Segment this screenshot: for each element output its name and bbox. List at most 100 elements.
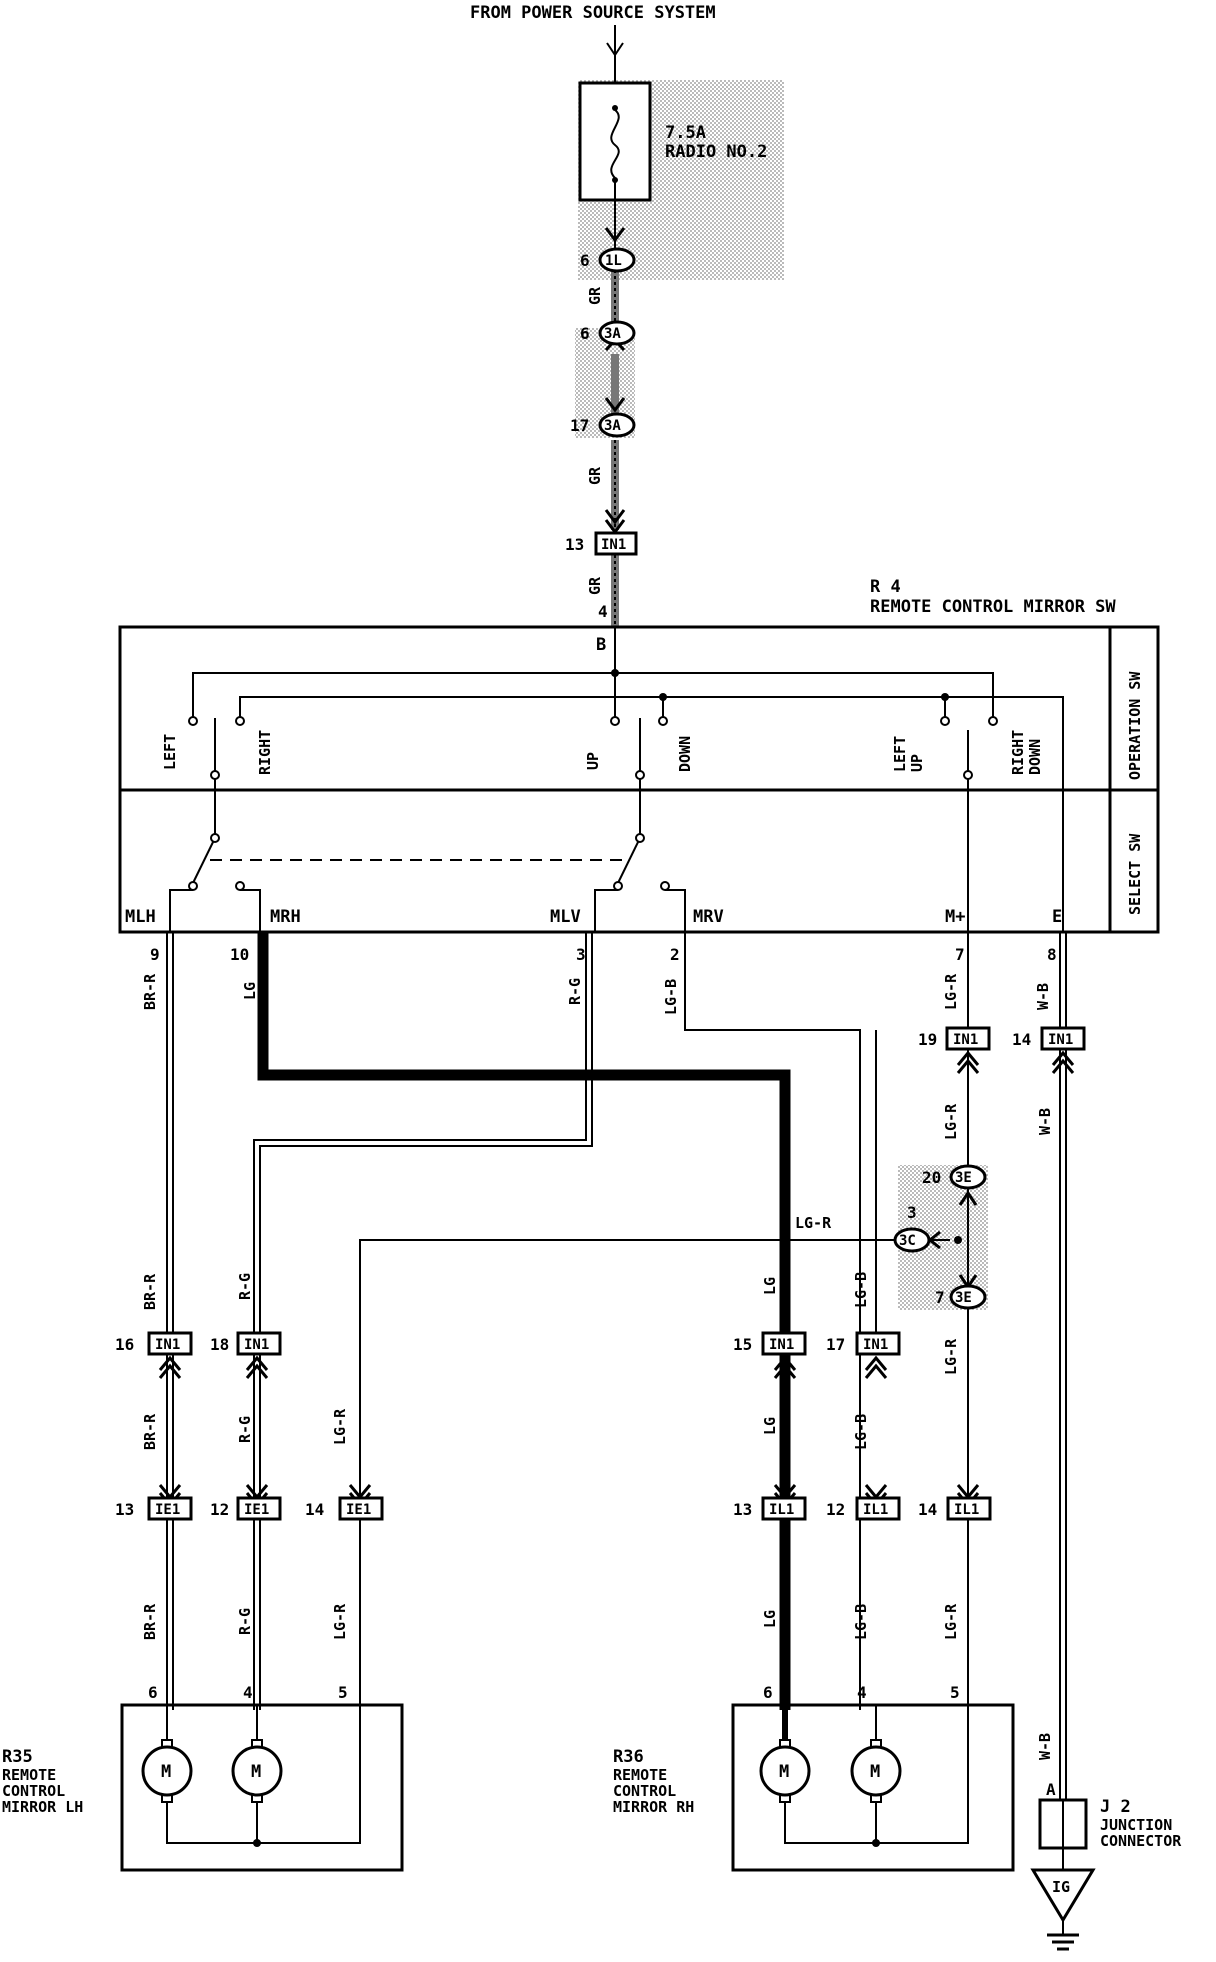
connector-in1-15 — [761, 1331, 807, 1356]
connector-in1-18 — [236, 1331, 282, 1356]
label-lg-r-5: LG-R — [331, 1603, 349, 1640]
label-r-g-2: R-G — [236, 1273, 254, 1300]
wire-r-g — [253, 932, 593, 1710]
pin-il1-14: 14 — [918, 1500, 937, 1519]
label-br-r-2: BR-R — [141, 1273, 159, 1310]
pin-lh-5: 5 — [338, 1683, 348, 1702]
pin-mrv: 2 — [670, 945, 680, 964]
label-br-r-3: BR-R — [141, 1413, 159, 1450]
pin-3e-bottom: 7 — [935, 1288, 945, 1307]
svg-text:IN1: IN1 — [244, 1337, 269, 1353]
motor-lh-1-label: M — [161, 1762, 171, 1782]
label-r-g-3: R-G — [236, 1416, 254, 1443]
pin-in1-15: 15 — [733, 1335, 752, 1354]
pin-mlv: 3 — [576, 945, 586, 964]
ground-symbol — [1030, 1868, 1096, 1951]
pin-mlh: 9 — [150, 945, 160, 964]
connector-in1-17 — [855, 1331, 901, 1356]
pin-il1-13: 13 — [733, 1500, 752, 1519]
pin-rh-5: 5 — [950, 1683, 960, 1702]
pin-3c: 3 — [907, 1203, 917, 1222]
motor-lh-1 — [141, 1739, 193, 1803]
position-left-up-2: UP — [908, 754, 926, 772]
pin-lh-6: 6 — [148, 1683, 158, 1702]
motor-lh-2-label: M — [251, 1762, 261, 1782]
junction-pin-a: A — [1046, 1780, 1056, 1799]
position-left-up-1: LEFT — [891, 736, 909, 772]
label-lg-2: LG — [761, 1277, 779, 1295]
connector-il1-14 — [946, 1496, 992, 1521]
pin-3e-top: 20 — [922, 1168, 941, 1187]
connector-ie1-14 — [338, 1496, 384, 1521]
motor-rh-2-label: M — [870, 1762, 880, 1782]
terminal-mlh: MLH — [125, 907, 156, 927]
svg-text:3C: 3C — [899, 1233, 916, 1249]
svg-text:1L: 1L — [605, 253, 622, 269]
terminal-mrv: MRV — [693, 907, 724, 927]
mirror-rh-box — [731, 1703, 1015, 1872]
mirror-rh-line2: CONTROL — [613, 1782, 676, 1800]
label-lg-r-4: LG-R — [331, 1408, 349, 1445]
motor-rh-1-label: M — [779, 1762, 789, 1782]
mirror-rh-line3: MIRROR RH — [613, 1798, 694, 1816]
wire-gr-2: GR — [586, 466, 604, 485]
label-w-b-3: W-B — [1036, 1733, 1054, 1760]
pin-ie1-13: 13 — [115, 1500, 134, 1519]
svg-text:IN1: IN1 — [1048, 1032, 1073, 1048]
label-lg-r-2: LG-R — [942, 1103, 960, 1140]
connector-1l — [598, 247, 636, 273]
wire-br-r — [166, 932, 174, 1710]
label-r-g-4: R-G — [236, 1608, 254, 1635]
label-br-r-1: BR-R — [141, 973, 159, 1010]
svg-text:3A: 3A — [604, 326, 621, 342]
pin-mplus: 7 — [955, 945, 965, 964]
wire-gr-1: GR — [586, 286, 604, 305]
label-lg-b-1: LG-B — [662, 979, 680, 1015]
label-lg-1: LG — [241, 982, 259, 1000]
ground-label: IG — [1052, 1878, 1070, 1896]
terminal-mplus: M+ — [945, 907, 965, 927]
svg-text:IL1: IL1 — [954, 1502, 979, 1518]
wire-lg — [257, 932, 791, 1710]
svg-text:IL1: IL1 — [769, 1502, 794, 1518]
connector-in1-13 — [594, 531, 638, 556]
svg-text:3E: 3E — [955, 1290, 972, 1306]
position-down: DOWN — [676, 736, 694, 772]
mirror-lh-box — [120, 1703, 404, 1872]
connector-3a-bottom — [598, 412, 636, 438]
connector-in1-19 — [945, 1026, 991, 1051]
label-lg-b-3: LG-B — [852, 1414, 870, 1450]
pin-b: 4 — [598, 602, 608, 621]
pin-il1-12: 12 — [826, 1500, 845, 1519]
svg-text:IN1: IN1 — [601, 537, 626, 553]
label-lg-3: LG — [761, 1417, 779, 1435]
connector-ie1-12 — [236, 1496, 282, 1521]
pin-lh-4: 4 — [243, 1683, 253, 1702]
junction-id: J 2 — [1100, 1797, 1131, 1817]
pin-in1-16: 16 — [115, 1335, 134, 1354]
svg-text:IE1: IE1 — [155, 1502, 180, 1518]
position-left: LEFT — [161, 734, 179, 770]
label-br-r-4: BR-R — [141, 1603, 159, 1640]
pin-rh-4: 4 — [857, 1683, 867, 1702]
svg-text:3E: 3E — [955, 1170, 972, 1186]
svg-text:3A: 3A — [604, 418, 621, 434]
terminal-mrh: MRH — [270, 907, 301, 927]
label-lg-b-4: LG-B — [852, 1604, 870, 1640]
pin-mrh: 10 — [230, 945, 249, 964]
svg-text:IN1: IN1 — [863, 1337, 888, 1353]
wire-w-b — [1059, 932, 1067, 1810]
pin-3a-bottom: 17 — [570, 416, 589, 435]
label-lg-r-branch: LG-R — [795, 1214, 832, 1232]
svg-text:IE1: IE1 — [244, 1502, 269, 1518]
svg-text:IN1: IN1 — [155, 1337, 180, 1353]
svg-text:IL1: IL1 — [863, 1502, 888, 1518]
select-sw-label: SELECT SW — [1126, 833, 1144, 915]
terminal-e: E — [1052, 907, 1062, 927]
mirror-lh-line2: CONTROL — [2, 1782, 65, 1800]
pin-rh-6: 6 — [763, 1683, 773, 1702]
motor-rh-2 — [850, 1739, 902, 1803]
label-r-g-1: R-G — [566, 978, 584, 1005]
motor-rh-1 — [759, 1739, 811, 1803]
